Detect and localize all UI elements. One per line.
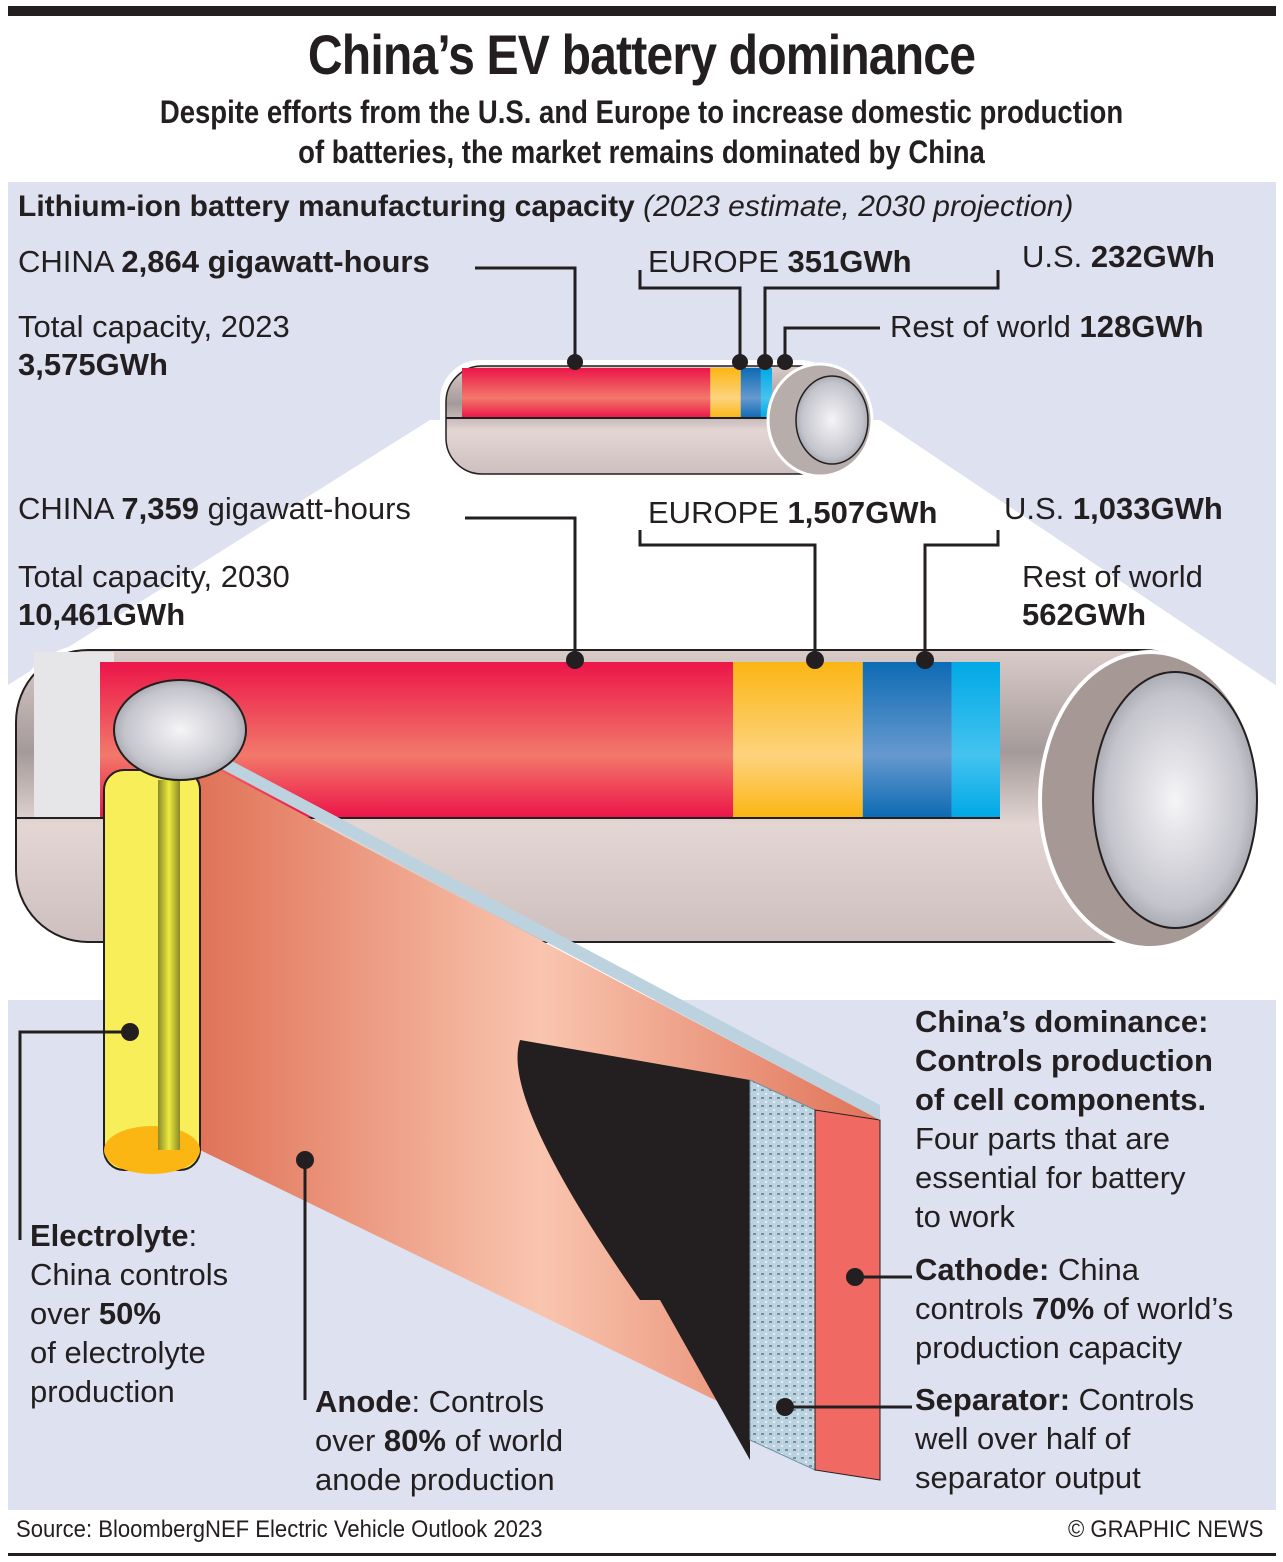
source-note: Source: BloombergNEF Electric Vehicle Ou…	[16, 1516, 543, 1543]
label-2023-rest-of-world: Rest of world 128GWh	[890, 309, 1204, 344]
small-terminal-cap	[795, 375, 869, 465]
bar-2023-row	[760, 368, 772, 418]
bar-2023-us	[740, 368, 761, 418]
separator-note: Separator: Controls well over half of se…	[915, 1382, 1195, 1495]
cell-terminal-cap	[113, 679, 247, 781]
bar-2030-row	[951, 662, 1000, 817]
cathode-note: Cathode: China controls 70% of world’s p…	[915, 1252, 1234, 1365]
anode-note: Anode: Controls over 80% of world anode …	[315, 1384, 564, 1497]
cathode-layer	[814, 1109, 881, 1481]
label-2023-china: CHINA 2,864 gigawatt-hours	[18, 244, 430, 279]
graphite-layer	[517, 1040, 750, 1460]
subtitle-line-1: Despite efforts from the U.S. and Europe…	[159, 94, 1124, 130]
label-2030-china: CHINA 7,359 gigawatt-hours	[18, 491, 411, 526]
section-title-main: Lithium-ion battery manufacturing capaci…	[18, 190, 635, 223]
battery-2023	[440, 360, 874, 478]
bottom-rule	[8, 1553, 1276, 1556]
label-2030-total: Total capacity, 2030 10,461GWh	[18, 559, 290, 632]
bar-2023-china	[462, 368, 711, 418]
leader-lines	[18, 266, 1000, 1409]
section-title: Lithium-ion battery manufacturing capaci…	[18, 190, 1073, 224]
label-2030-us: U.S. 1,033GWh	[1004, 491, 1223, 526]
label-2023-europe: EUROPE 351GWh	[648, 244, 912, 279]
electrode-rod	[158, 780, 180, 1150]
bar-2030-europe	[733, 662, 863, 817]
label-2023-total: Total capacity, 2023 3,575GWh	[18, 309, 290, 382]
label-2023-us: U.S. 232GWh	[1022, 239, 1215, 274]
section-title-note: (2023 estimate, 2030 projection)	[643, 190, 1074, 223]
credit: © GRAPHIC NEWS	[1067, 1516, 1263, 1543]
label-2030-rest-of-world: Rest of world 562GWh	[1022, 559, 1203, 632]
page-subtitle: Despite efforts from the U.S. and Europe…	[90, 92, 1193, 172]
page-title: China’s EV battery dominance	[307, 23, 976, 86]
subtitle-line-2: of batteries, the market remains dominat…	[298, 134, 985, 170]
electrolyte-cylinder	[103, 769, 201, 1171]
electrolyte-note: Electrolyte: China controls over 50% of …	[30, 1218, 229, 1409]
components-intro: China’s dominance: Controls production o…	[915, 1004, 1213, 1234]
top-rule	[8, 6, 1276, 16]
bar-2030-us	[862, 662, 952, 817]
cell-cutaway	[103, 679, 881, 1481]
leader-dots	[121, 354, 934, 1416]
bar-2023-europe	[710, 368, 741, 418]
label-2030-europe: EUROPE 1,507GWh	[648, 495, 938, 530]
large-terminal-cap	[1092, 671, 1258, 929]
